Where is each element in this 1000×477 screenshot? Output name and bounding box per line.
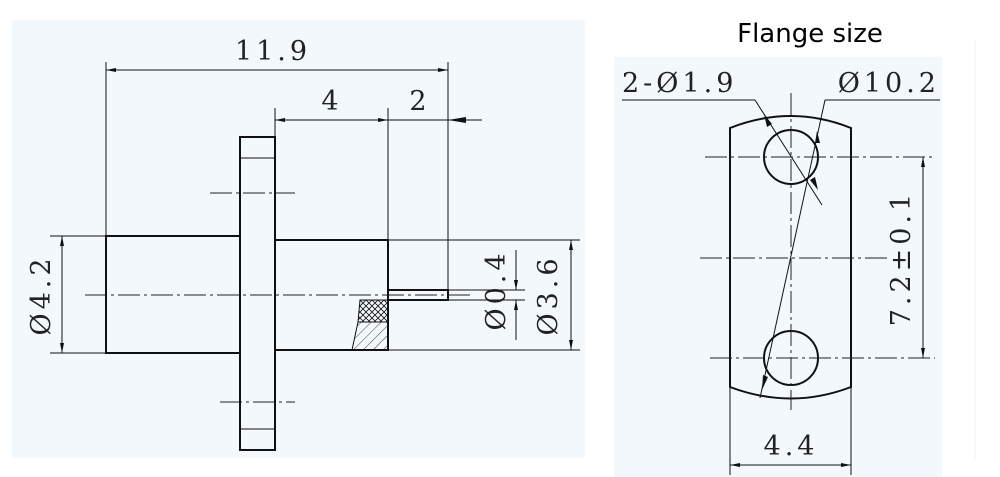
body-section-hatch — [351, 321, 389, 351]
flange-view: Flange size 2-Ø1.9 Ø10.2 7.2±0.1 4.4 — [614, 19, 976, 477]
flange-width-label: 4.4 — [764, 431, 819, 462]
flange-diameter-leader — [759, 99, 826, 399]
body-length-label: 4 — [321, 86, 342, 117]
pin-diameter-label: Ø0.4 — [481, 249, 512, 330]
flange-plate — [239, 136, 276, 451]
rear-diameter-label: Ø4.2 — [26, 254, 57, 335]
overall-length-label: 11.9 — [235, 36, 311, 67]
flange-size-title: Flange size — [737, 19, 883, 49]
flange-view-panel — [614, 57, 942, 477]
insulator-hatch — [357, 299, 389, 323]
front-diameter-label: Ø3.6 — [533, 254, 564, 335]
side-view: 11.9 4 2 Ø4.2 Ø3.6 Ø0.4 — [12, 20, 585, 458]
flange-diameter-label: Ø10.2 — [838, 68, 940, 99]
hole-spacing-label: 7.2±0.1 — [886, 190, 917, 327]
center-pin — [387, 289, 449, 301]
hole-callout-label: 2-Ø1.9 — [622, 68, 737, 99]
pin-length-label: 2 — [409, 86, 430, 117]
